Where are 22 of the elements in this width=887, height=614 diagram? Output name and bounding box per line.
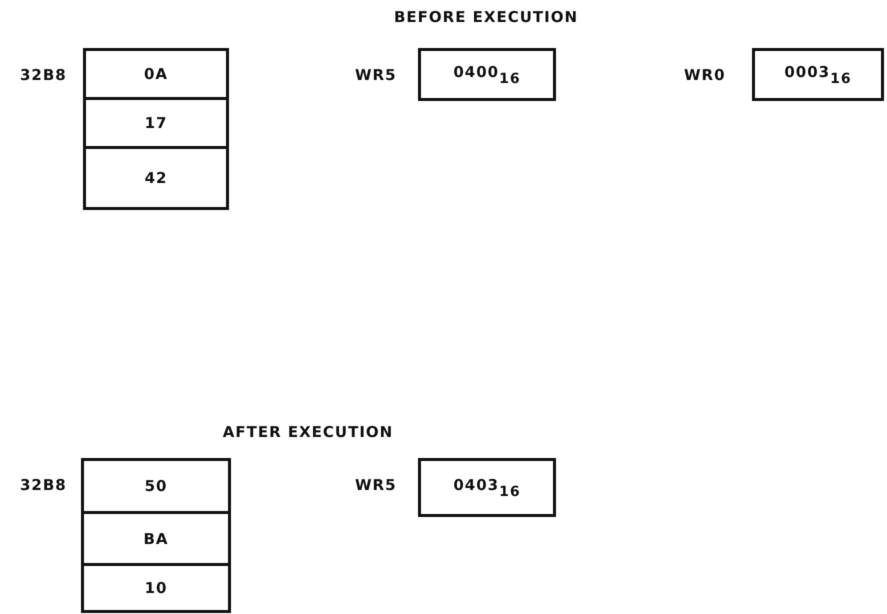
register-box <box>418 458 556 517</box>
address-label: WR5 <box>355 476 397 494</box>
memory-cell <box>81 563 231 613</box>
memory-cell <box>81 458 231 514</box>
cell-value: 50 <box>144 477 168 495</box>
memory-cell <box>83 48 229 100</box>
address-label: WR5 <box>355 66 397 84</box>
register-box <box>418 48 556 101</box>
address-label: 32B8 <box>20 476 67 494</box>
address-label: 32B8 <box>20 66 67 84</box>
memory-cell <box>81 511 231 566</box>
section-heading: BEFORE EXECUTION <box>394 8 578 26</box>
address-label: WR0 <box>684 66 726 84</box>
cell-value: 10 <box>144 579 168 597</box>
cell-value: 42 <box>144 169 168 187</box>
memory-cell <box>83 97 229 149</box>
cell-value: BA <box>143 530 169 548</box>
register-box <box>752 48 884 101</box>
cell-value: 0A <box>144 65 168 83</box>
memory-cell <box>83 146 229 210</box>
section-heading: AFTER EXECUTION <box>222 423 394 441</box>
cell-value: 17 <box>144 114 168 132</box>
